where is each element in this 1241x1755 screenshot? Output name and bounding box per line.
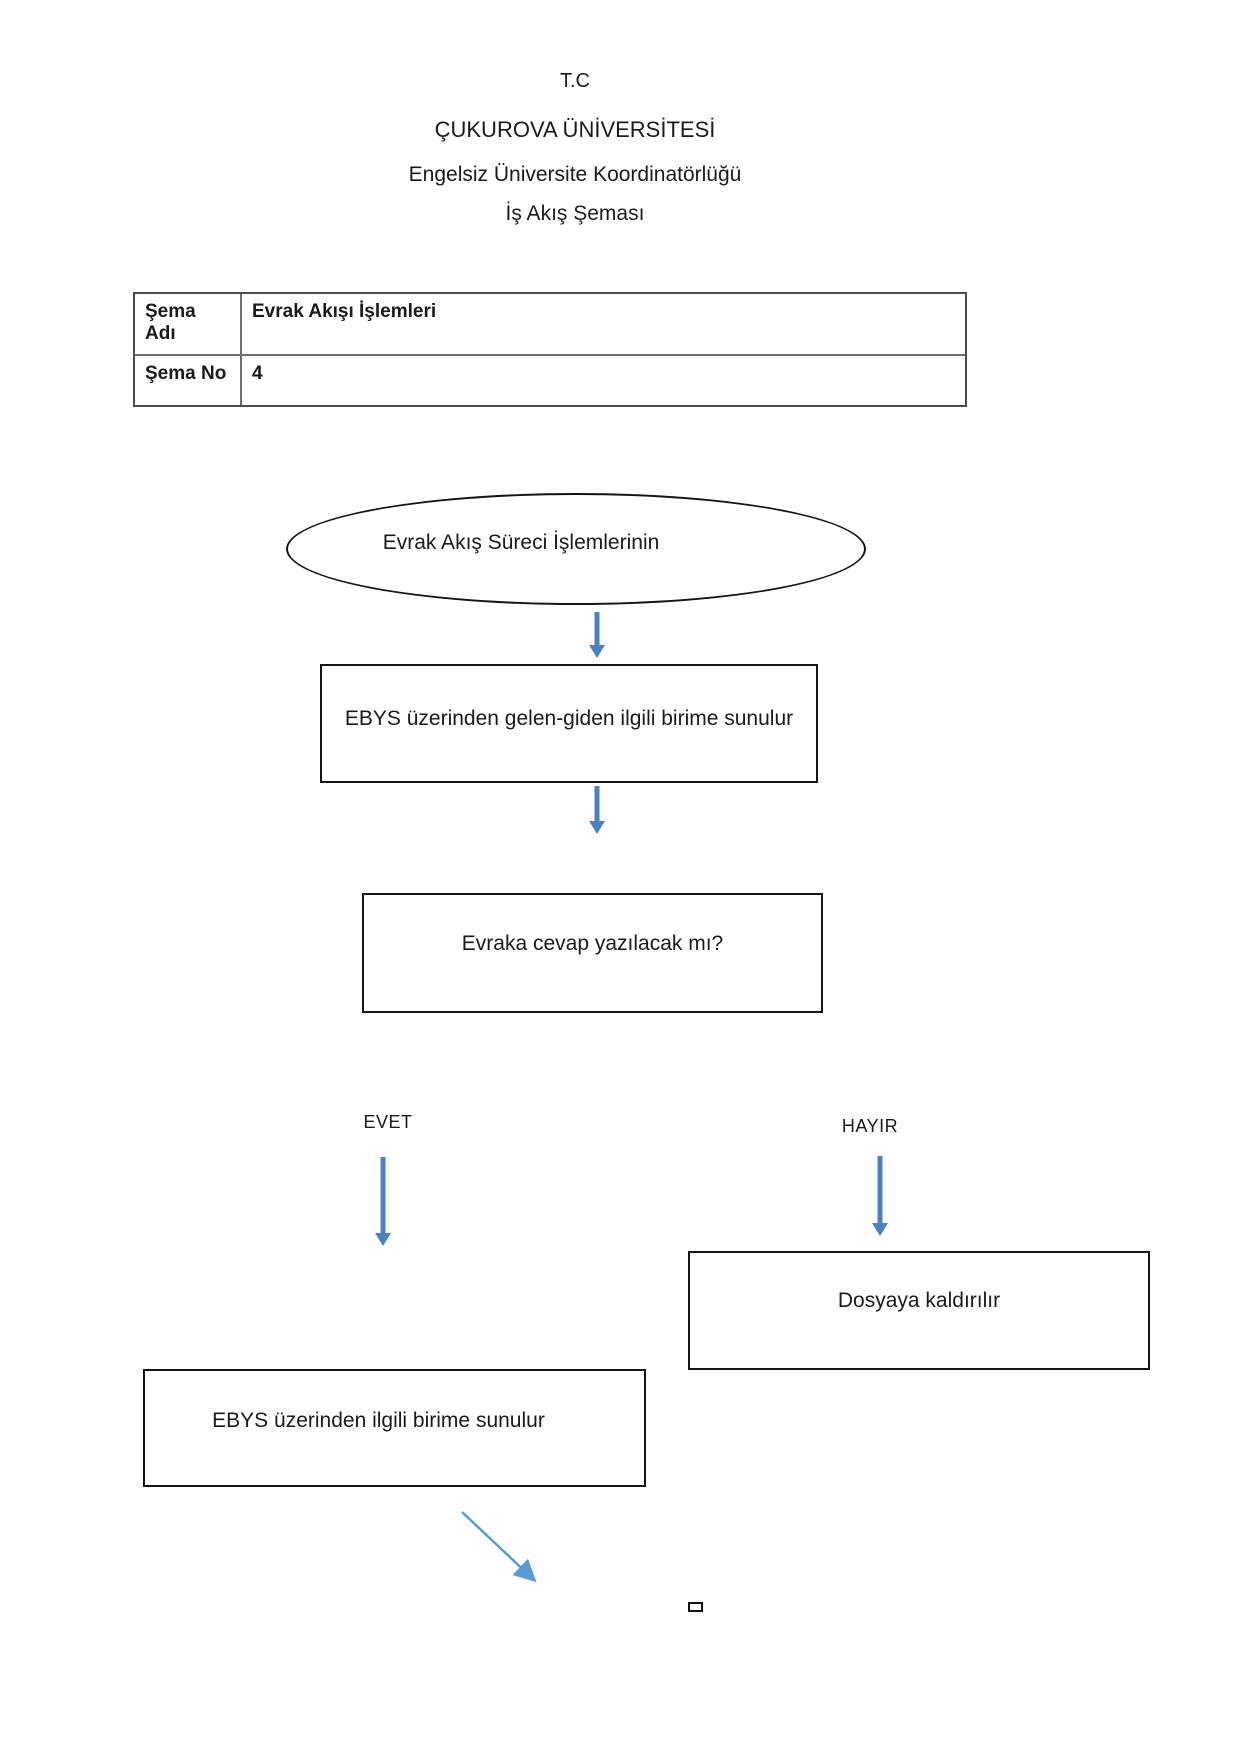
- decision-box: Evraka cevap yazılacak mı?: [362, 893, 823, 1013]
- table-row: Şema No 4: [135, 356, 965, 405]
- connector-arrow-down-2: [588, 786, 606, 834]
- process-box-dosyaya-text: Dosyaya kaldırılır: [837, 1288, 1001, 1312]
- branch-label-hayir: HAYIR: [841, 1116, 899, 1136]
- schema-info-table: Şema Adı Evrak Akışı İşlemleri Şema No 4: [133, 292, 967, 407]
- schema-no-label: Şema No: [135, 356, 242, 405]
- page-title: İş Akış Şeması: [505, 202, 645, 225]
- small-square-marker: [688, 1602, 703, 1612]
- header-university: ÇUKUROVA ÜNİVERSİTESİ: [434, 117, 716, 142]
- decision-box-text: Evraka cevap yazılacak mı?: [461, 932, 724, 955]
- schema-no-value: 4: [252, 363, 263, 384]
- header-tc: T.C: [560, 70, 590, 92]
- branch-label-evet: EVET: [363, 1112, 413, 1132]
- process-box-step1: EBYS üzerinden gelen-giden ilgili birime…: [320, 664, 818, 783]
- process-box-ebys-ilgili: EBYS üzerinden ilgili birime sunulur: [143, 1369, 646, 1487]
- start-ellipse: Evrak Akış Süreci İşlemlerinin: [286, 493, 866, 605]
- process-box-ebys-ilgili-text: EBYS üzerinden ilgili birime sunulur: [212, 1409, 545, 1432]
- process-box-step1-text: EBYS üzerinden gelen-giden ilgili birime…: [344, 707, 794, 731]
- header-coordinator: Engelsiz Üniversite Koordinatörlüğü: [408, 163, 742, 186]
- schema-name-label: Şema Adı: [135, 294, 242, 354]
- connector-arrow-evet: [374, 1157, 392, 1246]
- connector-arrow-diagonal: [452, 1502, 562, 1602]
- table-row: Şema Adı Evrak Akışı İşlemleri: [135, 294, 965, 356]
- connector-arrow-hayir: [871, 1156, 889, 1236]
- connector-arrow-down-1: [588, 612, 606, 658]
- start-ellipse-text: Evrak Akış Süreci İşlemlerinin: [382, 531, 660, 554]
- schema-name-value: Evrak Akışı İşlemleri: [252, 301, 437, 322]
- process-box-dosyaya: Dosyaya kaldırılır: [688, 1251, 1150, 1370]
